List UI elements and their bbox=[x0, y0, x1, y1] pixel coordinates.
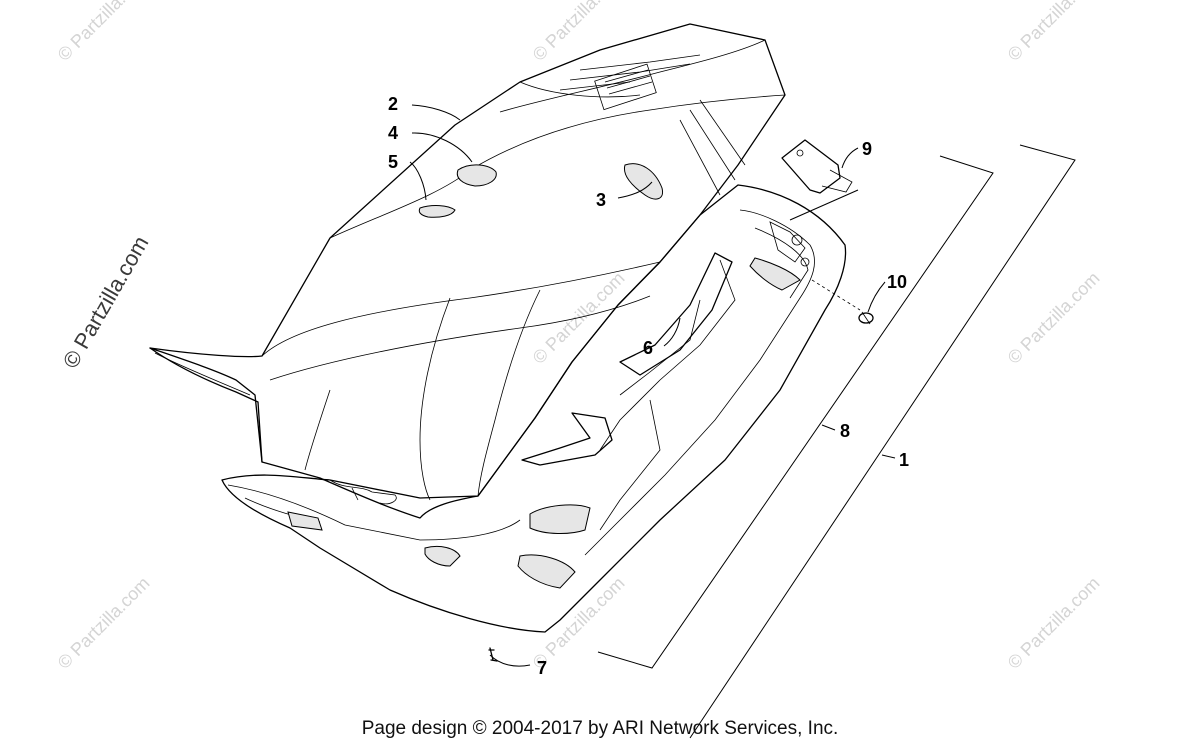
watermark-text: © Partzilla.com bbox=[54, 573, 154, 673]
callouts: 2 4 5 3 6 7 8 9 10 1 bbox=[388, 94, 909, 678]
latch-bracket bbox=[781, 139, 853, 194]
watermark-text: © Partzilla.com bbox=[1004, 0, 1104, 65]
watermarks: © Partzilla.com © Partzilla.com © Partzi… bbox=[54, 0, 1104, 673]
callout-2: 2 bbox=[388, 94, 398, 114]
callout-1: 1 bbox=[899, 450, 909, 470]
clip bbox=[488, 647, 498, 662]
watermark-text: © Partzilla.com bbox=[1004, 268, 1104, 368]
seat-cover bbox=[149, 23, 786, 519]
seat-base bbox=[221, 184, 861, 633]
leader-lines bbox=[409, 104, 896, 667]
pads bbox=[418, 163, 664, 218]
callout-8: 8 bbox=[840, 421, 850, 441]
bumpers bbox=[521, 252, 733, 466]
callout-4: 4 bbox=[388, 123, 398, 143]
page-footer: Page design © 2004-2017 by ARI Network S… bbox=[361, 718, 839, 739]
fastener bbox=[858, 311, 874, 325]
watermark-text: © Partzilla.com bbox=[529, 0, 629, 65]
callout-7: 7 bbox=[537, 658, 547, 678]
watermark-side-text: © Partzilla.com bbox=[58, 232, 154, 373]
callout-5: 5 bbox=[388, 152, 398, 172]
callout-3: 3 bbox=[596, 190, 606, 210]
callout-6: 6 bbox=[643, 338, 653, 358]
watermark-text: © Partzilla.com bbox=[54, 0, 154, 65]
watermark-text: © Partzilla.com bbox=[1004, 573, 1104, 673]
callout-9: 9 bbox=[862, 139, 872, 159]
assembly-brackets bbox=[597, 144, 1076, 739]
callout-10: 10 bbox=[887, 272, 907, 292]
